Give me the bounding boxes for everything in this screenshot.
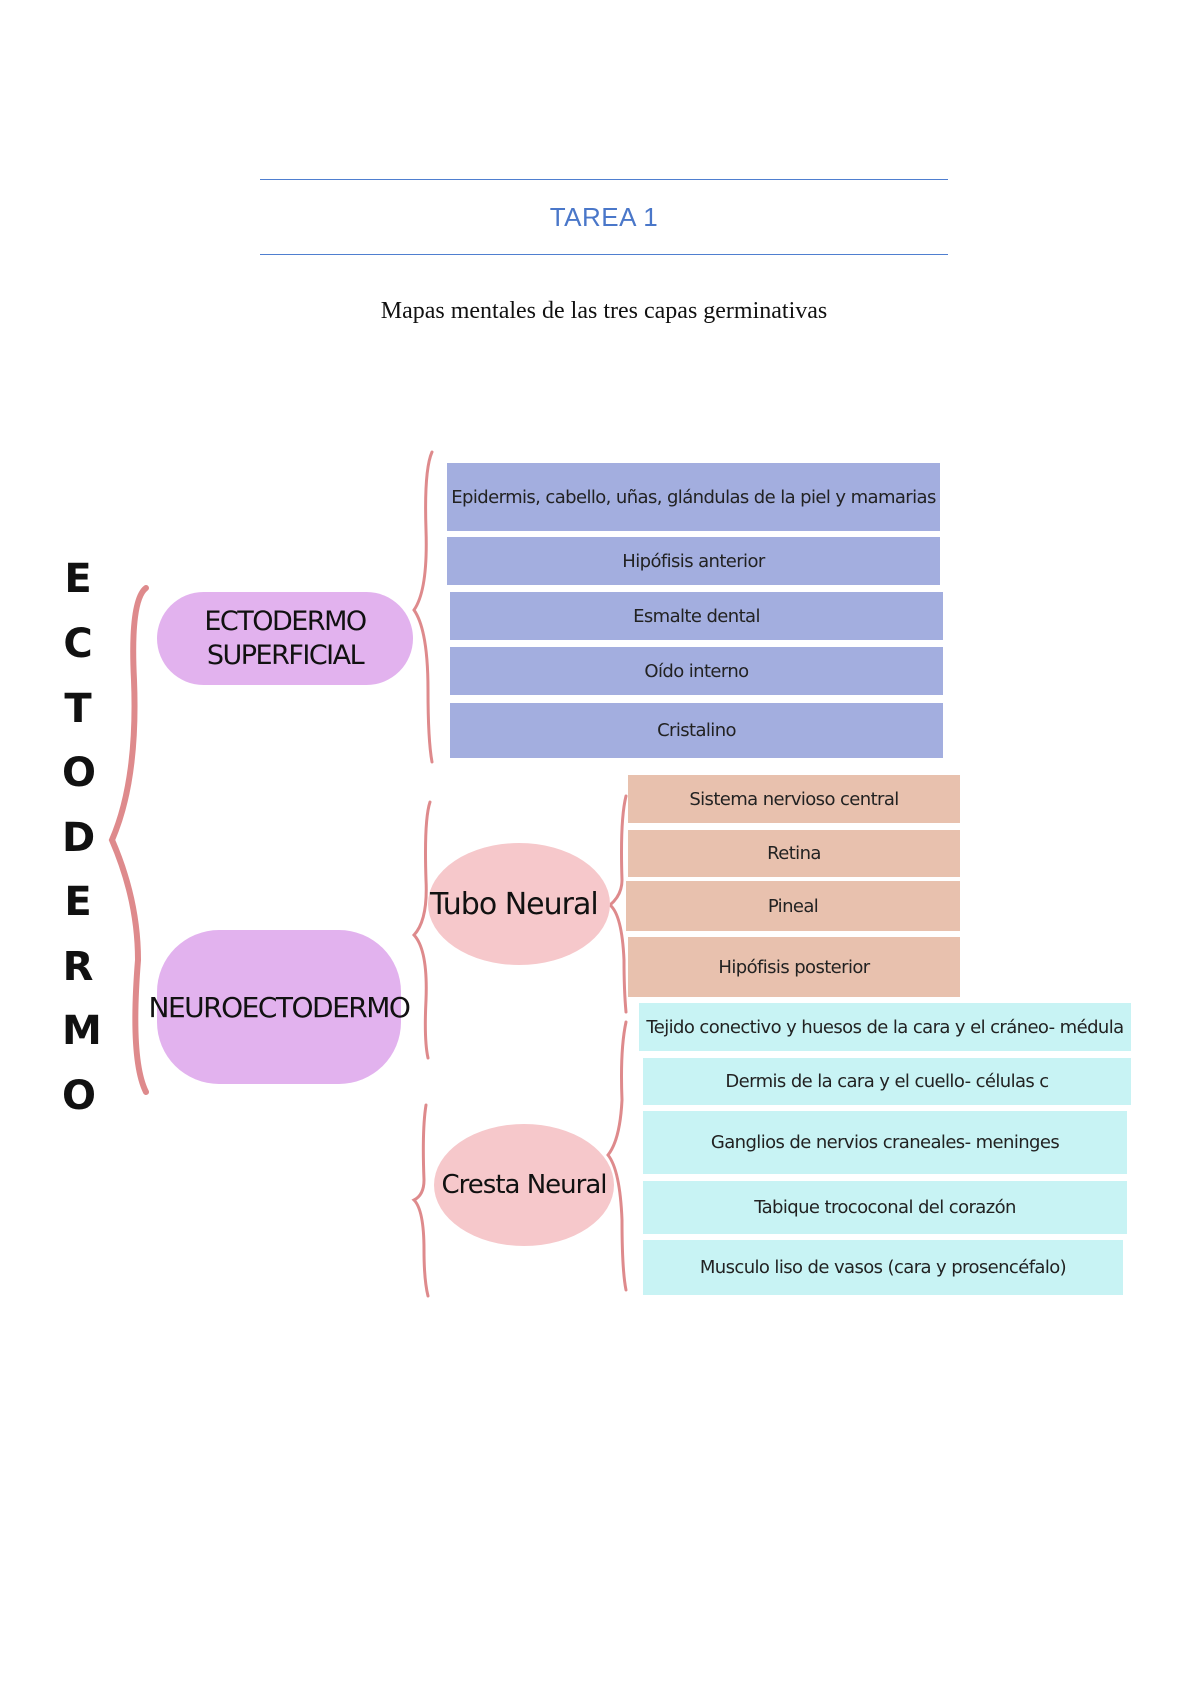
item-text: Retina bbox=[767, 843, 821, 864]
root-letter: D bbox=[62, 815, 96, 861]
node-label: Cresta Neural bbox=[441, 1170, 608, 1200]
item-text: Oído interno bbox=[644, 660, 749, 682]
item-box: Tabique trococonal del corazón bbox=[643, 1181, 1127, 1234]
item-text: Tejido conectivo y huesos de la cara y e… bbox=[646, 1016, 1124, 1038]
item-text: Hipófisis anterior bbox=[622, 550, 765, 572]
node-tubo-neural: Tubo Neural bbox=[428, 843, 610, 965]
top-rule bbox=[260, 179, 948, 180]
item-box: Ganglios de nervios craneales- meninges bbox=[643, 1111, 1127, 1174]
root-letter: O bbox=[62, 1073, 97, 1119]
item-text: Cristalino bbox=[657, 720, 736, 741]
page-title: TAREA 1 bbox=[549, 202, 659, 232]
item-box: Oído interno bbox=[450, 647, 943, 695]
item-text: Musculo liso de vasos (cara y prosencéfa… bbox=[699, 1257, 1067, 1278]
root-letter: E bbox=[64, 879, 92, 925]
item-box: Dermis de la cara y el cuello- células c bbox=[643, 1058, 1131, 1105]
item-text: Tabique trococonal del corazón bbox=[754, 1197, 1016, 1218]
brace-cresta-neural bbox=[606, 1020, 628, 1292]
node-neuroectodermo: NEUROECTODERMO bbox=[149, 930, 411, 1084]
node-label-line: SUPERFICIAL bbox=[206, 639, 365, 671]
item-text: Epidermis, cabello, uñas, glándulas de l… bbox=[451, 486, 936, 508]
item-box: Hipófisis anterior bbox=[447, 537, 940, 585]
root-letter: T bbox=[64, 686, 92, 732]
item-box: Hipófisis posterior bbox=[628, 937, 960, 997]
page-subtitle: Mapas mentales de las tres capas germina… bbox=[380, 298, 828, 324]
root-letter: M bbox=[62, 1008, 102, 1054]
item-box: Esmalte dental bbox=[450, 592, 943, 640]
brace-neuroectodermo-top bbox=[411, 800, 432, 1060]
item-box: Pineal bbox=[626, 881, 960, 931]
item-box: Tejido conectivo y huesos de la cara y e… bbox=[639, 1003, 1131, 1051]
node-label: Tubo Neural bbox=[430, 886, 599, 922]
item-box: Cristalino bbox=[450, 703, 943, 758]
brace-root bbox=[108, 585, 149, 1095]
brace-neuroectodermo-bottom bbox=[411, 1103, 430, 1298]
root-letter: O bbox=[62, 750, 97, 796]
item-text: Esmalte dental bbox=[633, 605, 760, 627]
item-box: Epidermis, cabello, uñas, glándulas de l… bbox=[447, 463, 940, 531]
brace-tubo-neural bbox=[607, 794, 628, 1014]
brace-superficial bbox=[412, 450, 434, 764]
node-label-line: ECTODERMO bbox=[204, 605, 367, 637]
item-text: Sistema nervioso central bbox=[689, 788, 899, 810]
node-cresta-neural: Cresta Neural bbox=[434, 1124, 614, 1246]
item-box: Musculo liso de vasos (cara y prosencéfa… bbox=[643, 1240, 1123, 1295]
item-box: Retina bbox=[628, 830, 960, 877]
node-ectodermo-superficial: ECTODERMO SUPERFICIAL bbox=[157, 592, 413, 685]
item-text: Dermis de la cara y el cuello- células c bbox=[725, 1071, 1049, 1092]
root-letter: C bbox=[63, 621, 93, 667]
item-text: Ganglios de nervios craneales- meninges bbox=[710, 1132, 1060, 1153]
root-letter: E bbox=[64, 556, 92, 602]
bottom-rule bbox=[260, 254, 948, 255]
root-letter: R bbox=[62, 944, 94, 990]
node-label: NEUROECTODERMO bbox=[148, 990, 411, 1024]
item-text: Hipófisis posterior bbox=[718, 956, 870, 978]
item-text: Pineal bbox=[767, 895, 819, 917]
item-box: Sistema nervioso central bbox=[628, 775, 960, 823]
